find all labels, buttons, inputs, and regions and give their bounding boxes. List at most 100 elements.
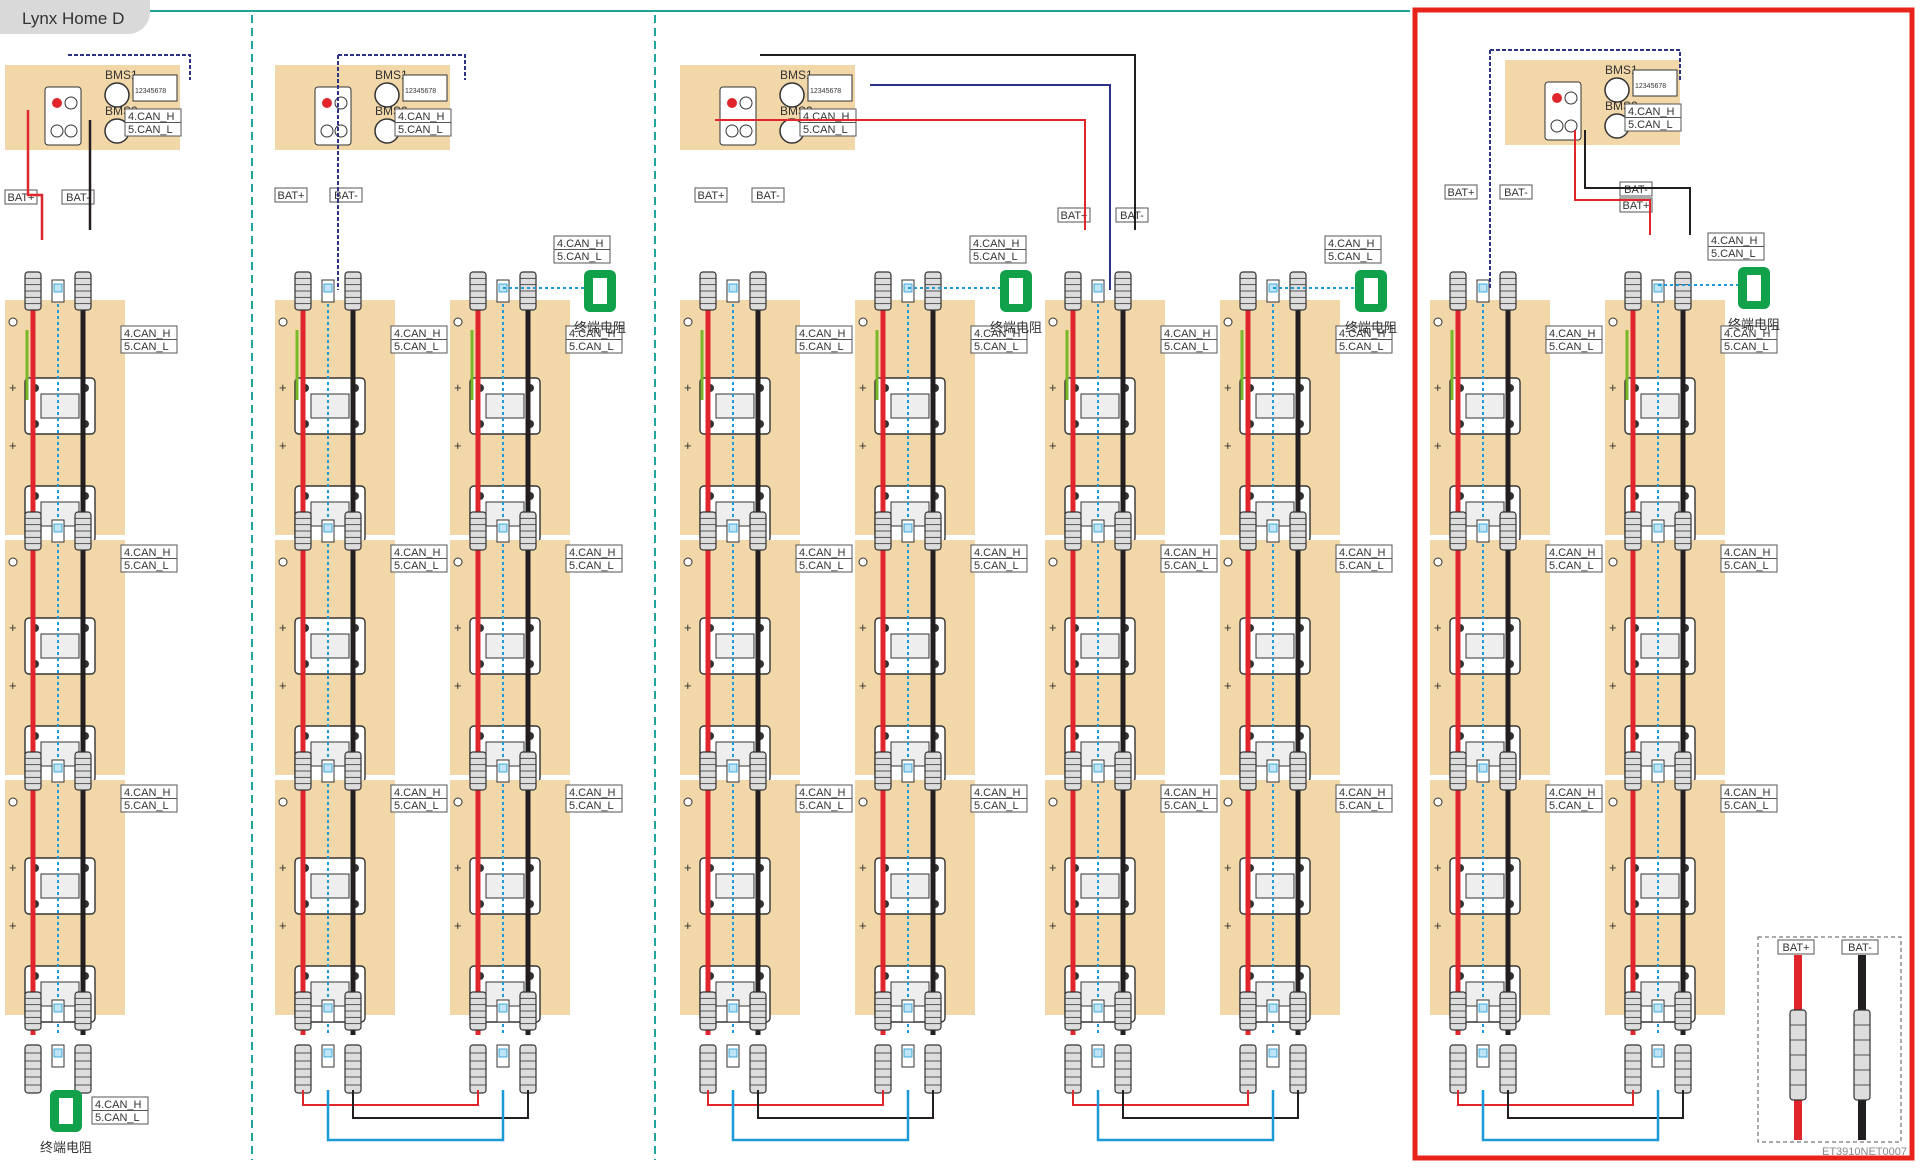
ground-terminal-icon xyxy=(453,317,463,327)
diagram-title: Lynx Home D xyxy=(22,9,125,28)
can-label: 4.CAN_H5.CAN_L xyxy=(1160,784,1218,813)
can-h-label: 4.CAN_H xyxy=(124,328,171,340)
rj45-plug xyxy=(51,279,65,303)
can-l-label: 5.CAN_L xyxy=(128,124,173,136)
terminal-resistor: 终端电阻 xyxy=(1728,267,1780,332)
bms-positive-dot xyxy=(322,98,332,108)
battery-module: ++ xyxy=(1045,780,1165,1023)
positive-plug xyxy=(874,1044,892,1094)
battery-module: ++ xyxy=(680,540,800,783)
can-l-label: 5.CAN_L xyxy=(95,1112,140,1124)
terminal-resistor-label: 终端电阻 xyxy=(990,320,1042,335)
negative-connector xyxy=(1674,751,1692,791)
can-l-label: 5.CAN_L xyxy=(1328,251,1373,263)
rj45-contacts xyxy=(323,523,333,533)
rj45-contacts xyxy=(1093,283,1103,293)
rj45-socket xyxy=(132,74,178,102)
can-l-label: 5.CAN_L xyxy=(974,341,1019,353)
can-l-label: 5.CAN_L xyxy=(799,341,844,353)
bottom-can-link xyxy=(326,1090,505,1142)
negative-connector xyxy=(74,751,92,791)
can-h-label: 4.CAN_H xyxy=(1164,787,1211,799)
can-l-label: 5.CAN_L xyxy=(1724,341,1769,353)
positive-connector xyxy=(874,271,892,311)
negative-connector xyxy=(1289,751,1307,791)
negative-connector xyxy=(344,991,362,1031)
negative-connector xyxy=(344,511,362,551)
bms-aux-port xyxy=(334,124,348,138)
can-h-label: 4.CAN_H xyxy=(974,787,1021,799)
bottom-negative-link xyxy=(757,1090,934,1119)
ground-terminal-icon xyxy=(1048,317,1058,327)
can-h-label: 4.CAN_H xyxy=(1724,787,1771,799)
positive-connector xyxy=(24,991,42,1031)
module-connector-center xyxy=(310,393,350,419)
rj45-plug xyxy=(1266,1044,1280,1068)
terminal-resistor-plug xyxy=(1747,275,1761,301)
battery-module: ++ xyxy=(5,300,125,543)
rj45-plug xyxy=(1651,519,1665,543)
rj45-plug xyxy=(1476,279,1490,303)
negative-connector xyxy=(1289,991,1307,1031)
rj45-plug xyxy=(1651,279,1665,303)
module-connector-center xyxy=(890,873,930,899)
rj45-plug xyxy=(901,759,915,783)
can-label: 4.CAN_H5.CAN_L xyxy=(1720,544,1778,573)
plus-mark: + xyxy=(1049,918,1057,933)
rj45-plug xyxy=(1476,999,1490,1023)
battery-module: ++ xyxy=(1045,540,1165,783)
bottom-can-link xyxy=(731,1090,910,1142)
ground-terminal-icon xyxy=(683,317,693,327)
plus-mark: + xyxy=(1224,918,1232,933)
plus-mark: + xyxy=(9,438,17,453)
bms-positive-dot xyxy=(727,98,737,108)
negative-connector xyxy=(1114,511,1132,551)
can-h-label: 4.CAN_H xyxy=(1724,547,1771,559)
negative-connector xyxy=(1114,991,1132,1031)
can-label: 4.CAN_H5.CAN_L xyxy=(565,784,623,813)
rj45-contacts xyxy=(498,1003,508,1013)
bms1-port xyxy=(374,82,400,108)
can-label: 4.CAN_H5.CAN_L xyxy=(1335,784,1393,813)
can-label: 4.CAN_H5.CAN_L xyxy=(795,544,853,573)
bottom-can-link xyxy=(1481,1090,1660,1142)
bms-positive-dot xyxy=(52,98,62,108)
battery-module: ++ xyxy=(275,300,395,543)
plus-mark: + xyxy=(279,860,287,875)
plus-mark: + xyxy=(279,678,287,693)
rj45-contacts xyxy=(728,523,738,533)
rj45-contacts xyxy=(53,283,63,293)
rj45-plug xyxy=(1266,759,1280,783)
legend-positive-label: BAT+ xyxy=(1782,942,1809,954)
legend-pos-tag xyxy=(1777,939,1815,955)
bms-negative-port xyxy=(725,124,739,138)
bat-positive-label: BAT+ xyxy=(1622,200,1649,212)
can-l-label: 5.CAN_L xyxy=(398,124,443,136)
ground-terminal-icon xyxy=(1223,797,1233,807)
plus-mark: + xyxy=(9,678,17,693)
bat-tag-box xyxy=(61,189,95,205)
can-h-label: 4.CAN_H xyxy=(1328,238,1375,250)
terminal-resistor-plug xyxy=(593,278,607,304)
rj45-plug xyxy=(321,1044,335,1068)
rj45-plug xyxy=(51,759,65,783)
bms-positive-cable xyxy=(26,110,44,240)
ground-terminal-icon xyxy=(858,797,868,807)
can-h-label: 4.CAN_H xyxy=(1339,787,1386,799)
bms-aux-port xyxy=(739,96,753,110)
plus-mark: + xyxy=(684,438,692,453)
plus-mark: + xyxy=(1609,620,1617,635)
bat-tag: BAT+ xyxy=(694,187,728,203)
can-l-label: 5.CAN_L xyxy=(974,800,1019,812)
plus-mark: + xyxy=(1224,620,1232,635)
can-h-label: 4.CAN_H xyxy=(1628,106,1675,118)
bottom-positive-link xyxy=(707,1090,884,1106)
bat-tag: BAT- xyxy=(329,187,363,203)
negative-connector xyxy=(924,751,942,791)
rj45-plug xyxy=(496,759,510,783)
bat-tag: BAT+ xyxy=(1619,197,1653,213)
battery-module: ++ xyxy=(855,300,975,543)
can-h-label: 4.CAN_H xyxy=(799,787,846,799)
rj45-plug xyxy=(726,759,740,783)
